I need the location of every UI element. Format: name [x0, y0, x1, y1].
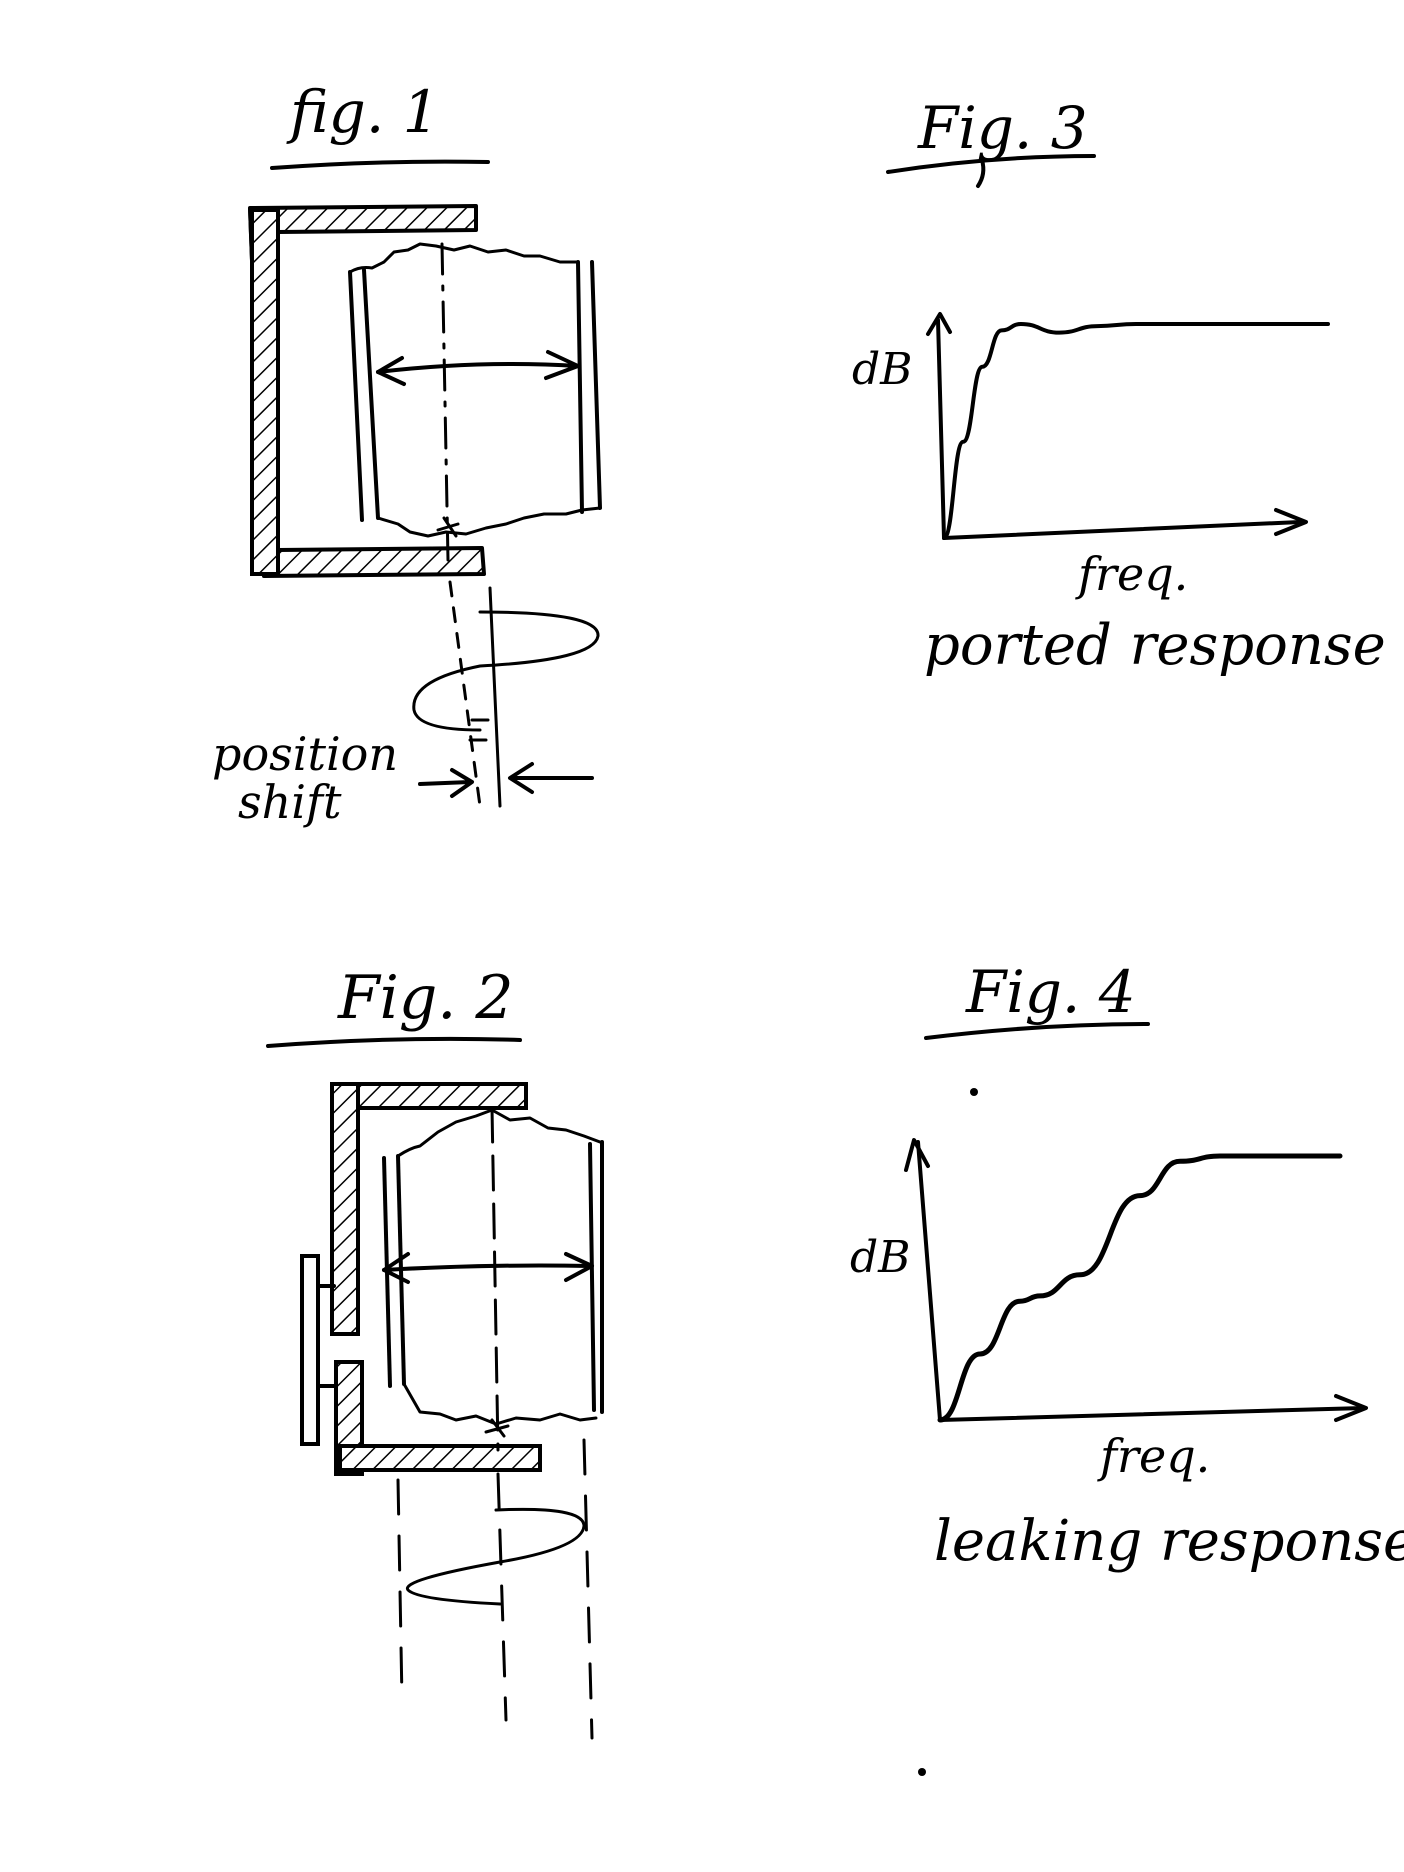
fig4-ylabel: dB [850, 1232, 911, 1283]
fig2-title: Fig. 2 [337, 963, 514, 1033]
fig1-position-shift: position shift [212, 727, 594, 829]
fig3-y-axis [936, 318, 946, 540]
fig3-ylabel: dB [852, 344, 913, 395]
fig4-title-underline [924, 1022, 1150, 1040]
figure-3: Fig. 3 dB freq. ported response [852, 94, 1386, 678]
figure-2: Fig. 2 [266, 963, 604, 1740]
fig4-chart: dB freq. leaking response [850, 1138, 1404, 1574]
arrow-left-icon [508, 762, 594, 794]
figure-1: fig. 1 [212, 78, 602, 829]
fig4-y-axis-arrow-icon [904, 1138, 930, 1172]
fig4-y-axis [916, 1140, 942, 1422]
fig4-xlabel: freq. [1097, 1429, 1210, 1483]
fig4-title: Fig. 4 [965, 958, 1136, 1026]
fig1-annotation-line2: shift [238, 775, 342, 829]
fig4-x-axis-arrow-icon [1334, 1394, 1368, 1422]
fig3-x-axis [942, 520, 1302, 540]
fig3-chart: dB freq. ported response [852, 312, 1386, 678]
fig2-excursion-waveform [396, 1438, 594, 1740]
fig4-caption: leaking response [934, 1509, 1404, 1574]
fig1-driver [348, 242, 602, 562]
fig3-x-axis-arrow-icon [1274, 508, 1308, 536]
fig3-title-underline [886, 154, 1096, 174]
fig1-title: fig. 1 [286, 78, 440, 146]
fig3-title: Fig. 3 [917, 94, 1088, 162]
fig2-title-underline [266, 1036, 522, 1048]
fig1-title-underline [270, 159, 490, 170]
fig2-driver [382, 1106, 604, 1452]
arrow-right-icon [418, 768, 474, 798]
fig3-y-axis-arrow-icon [926, 312, 952, 336]
fig3-caption: ported response [924, 613, 1386, 678]
fig1-enclosure [248, 204, 486, 578]
fig1-excursion-waveform [412, 580, 600, 808]
fig4-response-curve [937, 1153, 1343, 1423]
fig1-annotation-line1: position [212, 727, 398, 781]
fig2-enclosure [300, 1082, 542, 1476]
fig3-xlabel: freq. [1075, 547, 1188, 601]
fig4-x-axis [938, 1406, 1366, 1422]
fig3-response-curve [942, 321, 1330, 540]
figure-4: Fig. 4 dB freq. leaking response [850, 958, 1404, 1776]
fig4-stray-dot [970, 1088, 978, 1096]
stray-dot [918, 1768, 926, 1776]
